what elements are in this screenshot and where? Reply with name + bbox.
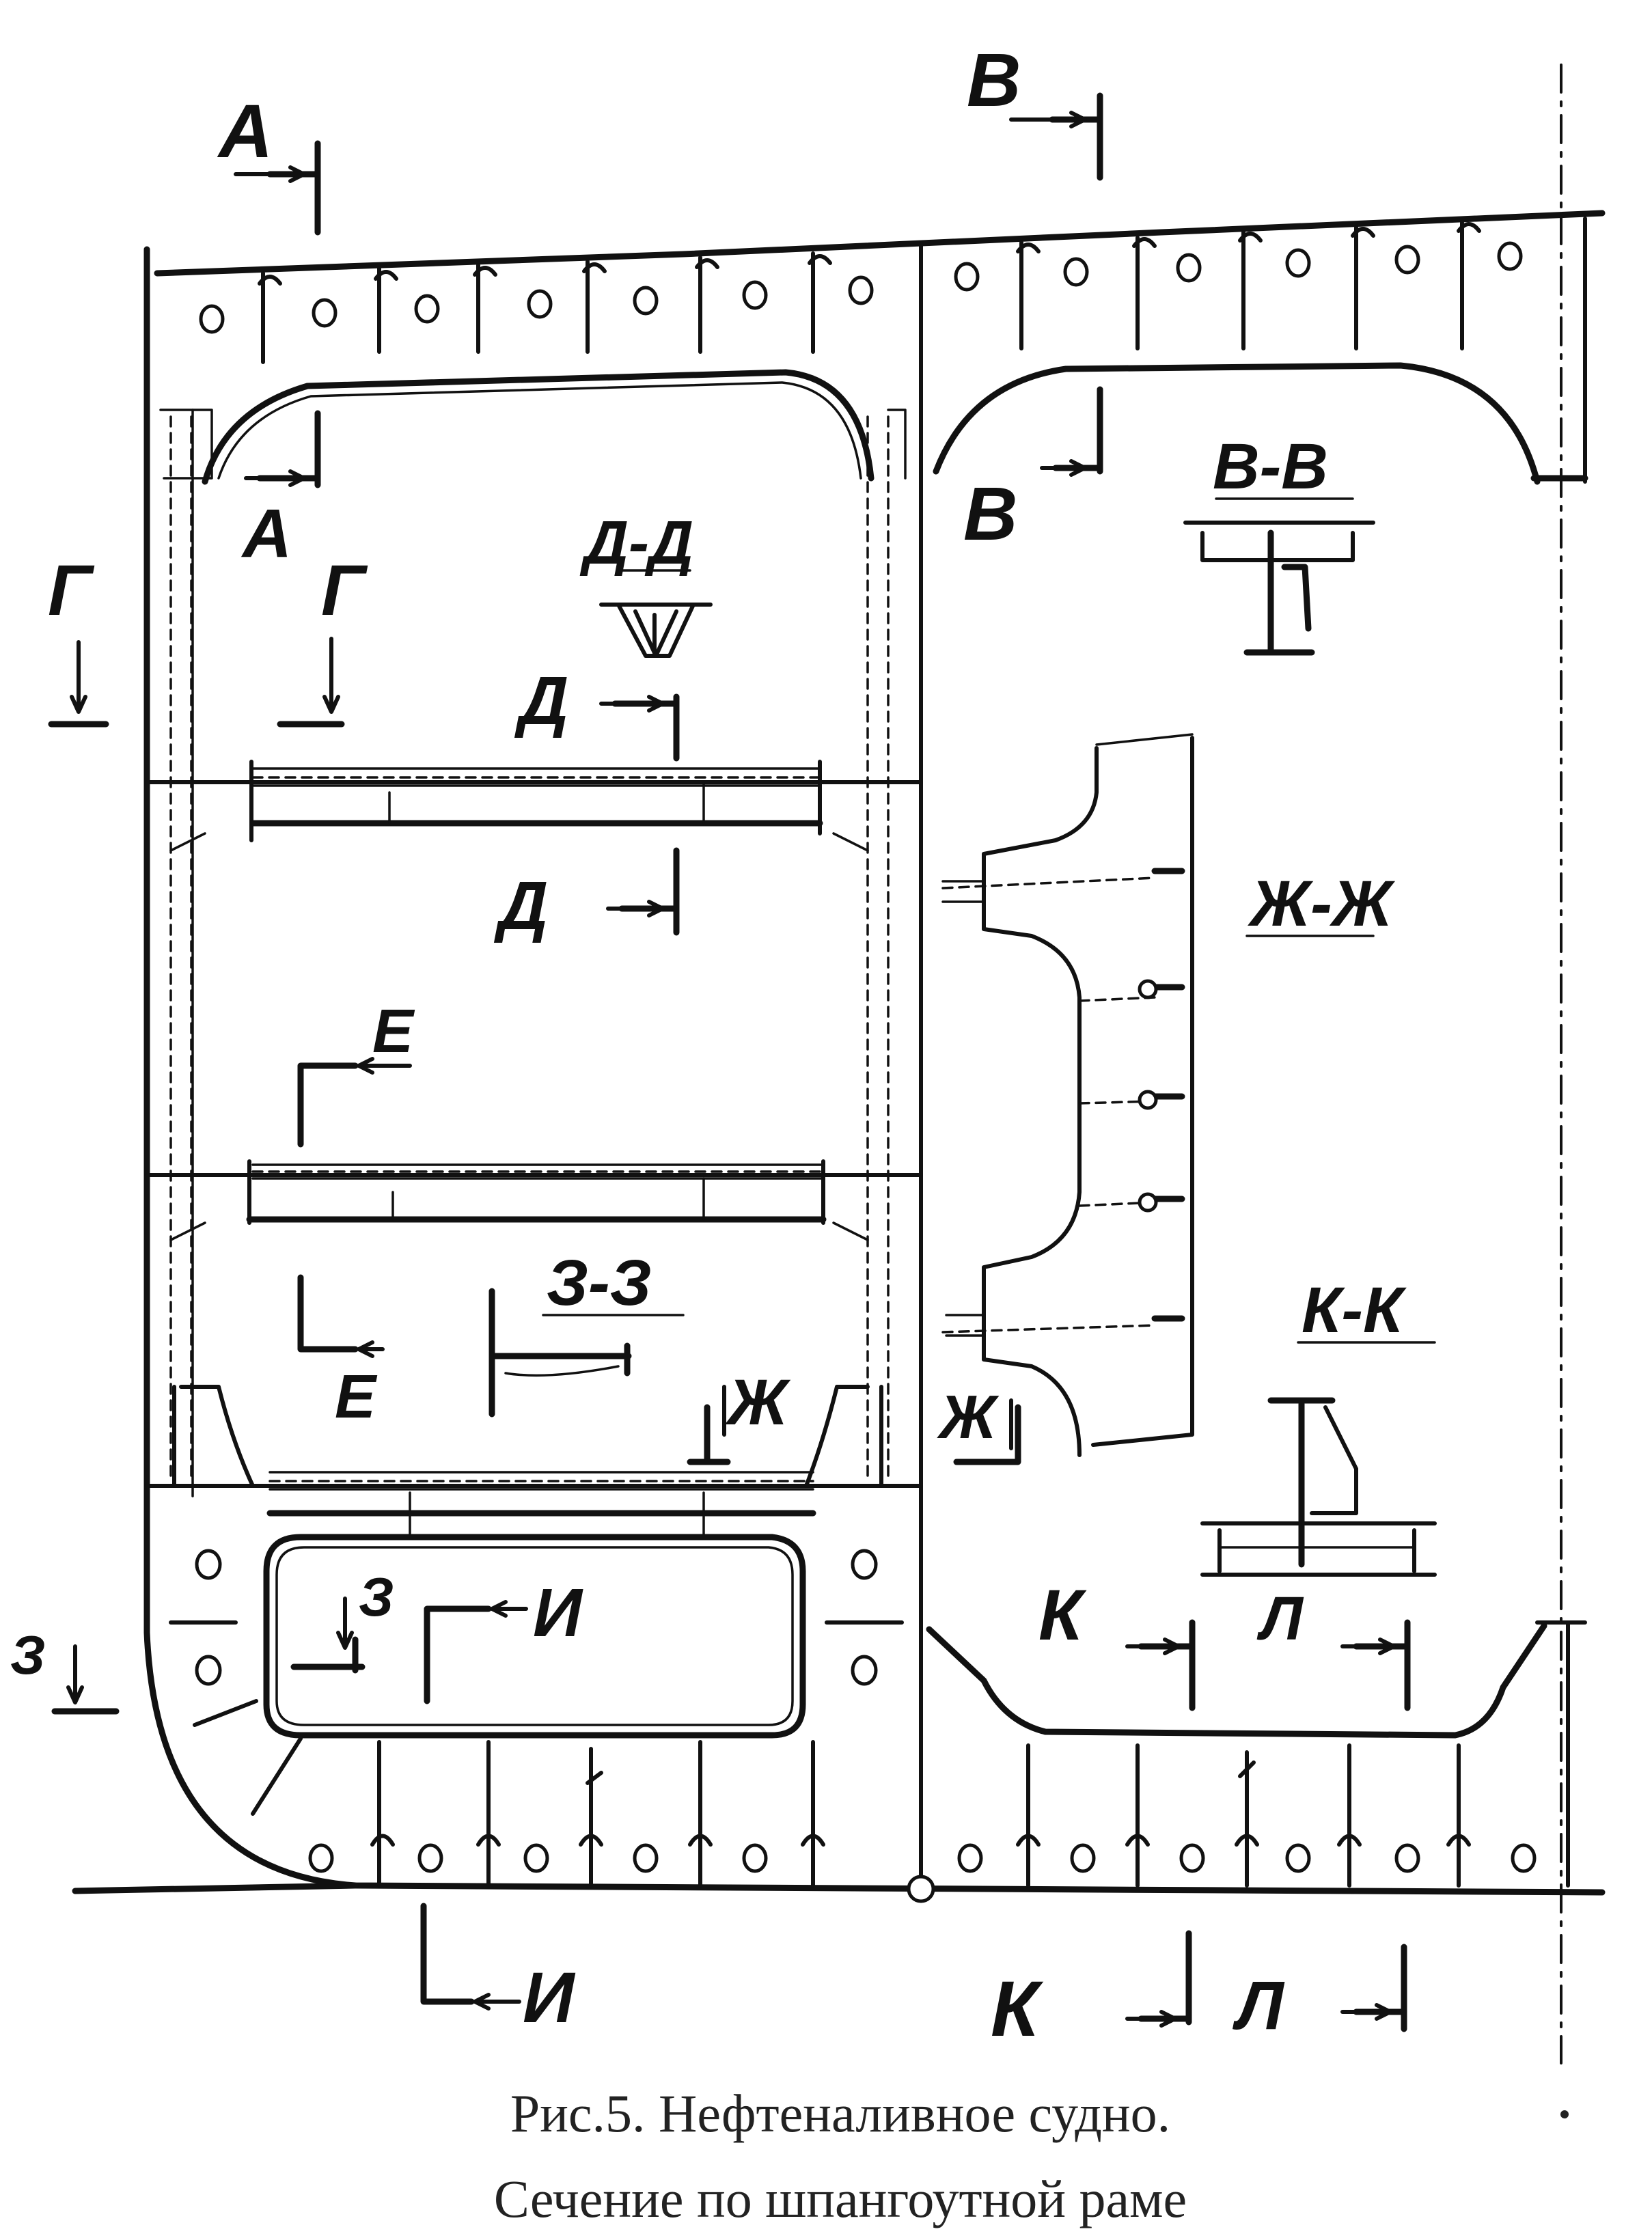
deck-transverse-left bbox=[202, 369, 875, 485]
detail-k-k bbox=[1200, 1341, 1437, 1577]
detail-v-v bbox=[1183, 497, 1375, 656]
label-a-top: А bbox=[217, 89, 273, 174]
bottom-holes-left bbox=[308, 1843, 768, 1873]
title-k-k: К-К bbox=[1302, 1274, 1407, 1346]
label-i-lower: И bbox=[523, 1958, 576, 2038]
label-z-inner: З bbox=[359, 1566, 394, 1627]
detail-z-z bbox=[488, 1288, 685, 1418]
hull-outline bbox=[72, 64, 1606, 2064]
bottom-longitudinals-left bbox=[370, 1740, 825, 1888]
label-d-upper: Д bbox=[514, 663, 568, 739]
title-z-z: З-З bbox=[547, 1247, 652, 1319]
label-k-upper: К bbox=[1038, 1575, 1087, 1655]
deck-holes-right bbox=[954, 241, 1523, 292]
deck-transverse-right bbox=[933, 362, 1541, 485]
label-e-upper: Е bbox=[372, 997, 415, 1066]
stringer-lower bbox=[145, 1385, 923, 1538]
section-letter-labels: А А В В Г Г Д Д Е Е Ж Ж З З И И К К Л Л bbox=[10, 38, 1304, 2053]
stringer-upper bbox=[145, 760, 923, 852]
label-v-lower: В bbox=[963, 472, 1017, 556]
label-l-lower: Л bbox=[1233, 1967, 1285, 2044]
label-a-lower: А bbox=[240, 495, 292, 572]
detail-zh-zh bbox=[941, 733, 1375, 1457]
label-zh-right: Ж bbox=[937, 1383, 1000, 1452]
bottom-transverse-right bbox=[926, 1622, 1547, 1739]
label-v-top: В bbox=[967, 38, 1021, 122]
deck-longitudinals-right bbox=[1016, 221, 1481, 350]
bottom-holes-left-tank bbox=[169, 1549, 904, 1686]
title-d-d: Д-Д bbox=[579, 509, 693, 577]
label-e-lower: Е bbox=[335, 1363, 378, 1431]
caption-line-2: Сечение по шпангоутной раме bbox=[494, 2169, 1187, 2228]
label-d-lower: Д bbox=[493, 868, 548, 944]
label-zh-inner: Ж bbox=[725, 1366, 791, 1439]
title-zh-zh: Ж-Ж bbox=[1248, 868, 1396, 940]
stringer-middle bbox=[145, 1159, 923, 1241]
label-i-upper: И bbox=[533, 1575, 583, 1651]
figure-caption: Рис.5. Нефтеналивное судно. Сечение по ш… bbox=[494, 2084, 1569, 2228]
deck-holes-left bbox=[199, 275, 874, 334]
deck-longitudinals-left bbox=[258, 251, 832, 364]
label-g-inner: Г bbox=[321, 551, 368, 631]
label-k-lower: К bbox=[991, 1965, 1044, 2053]
title-v-v: В-В bbox=[1213, 430, 1328, 503]
bottom-longitudinals-right bbox=[1016, 1743, 1471, 1888]
section-titles: Д-Д В-В Ж-Ж З-З К-К bbox=[547, 430, 1407, 1346]
label-g-left: Г bbox=[48, 551, 95, 631]
side-web-frames bbox=[159, 409, 907, 1477]
section-markers bbox=[48, 92, 1411, 2032]
label-z-left: З bbox=[10, 1625, 45, 1685]
bottom-holes-right bbox=[957, 1843, 1537, 1873]
detail-d-d bbox=[599, 569, 713, 658]
bottom-transverse-opening bbox=[263, 1534, 806, 1739]
label-l-upper: Л bbox=[1256, 1585, 1304, 1653]
caption-line-1: Рис.5. Нефтеналивное судно. bbox=[510, 2084, 1170, 2143]
